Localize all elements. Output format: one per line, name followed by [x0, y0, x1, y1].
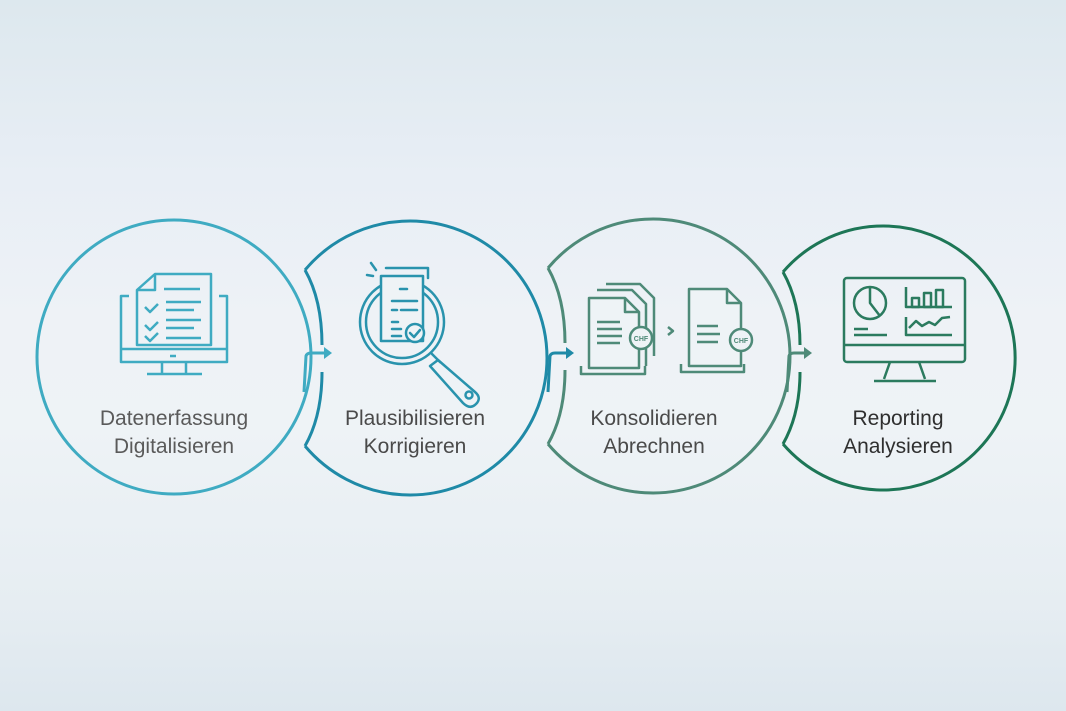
- step-1-title: Datenerfassung: [99, 407, 249, 430]
- step-1-label: Datenerfassung Digitalisieren: [64, 405, 284, 461]
- documents-chf-consolidate-icon: CHF CHF: [579, 282, 754, 376]
- monitor-dashboard-icon: [842, 276, 967, 383]
- step-4-title: Reporting: [852, 407, 944, 430]
- magnifier-document-check-icon: [358, 261, 480, 408]
- svg-text:CHF: CHF: [734, 338, 749, 345]
- step-1-circle: [35, 218, 313, 496]
- step-3-title: Konsolidieren: [590, 407, 718, 430]
- step-3-subtitle: Abrechnen: [603, 435, 705, 458]
- step-2-circle: [302, 219, 549, 497]
- step-2-label: Plausibilisieren Korrigieren: [305, 405, 525, 461]
- step-4-circle: [781, 224, 1017, 492]
- step-3-label: Konsolidieren Abrechnen: [544, 405, 764, 461]
- step-1-subtitle: Digitalisieren: [113, 435, 235, 458]
- step-4-subtitle: Analysieren: [843, 435, 953, 458]
- step-4-label: Reporting Analysieren: [788, 405, 1008, 461]
- step-2-subtitle: Korrigieren: [363, 435, 467, 458]
- step-2-title: Plausibilisieren: [344, 407, 486, 430]
- monitor-checklist-icon: [119, 272, 229, 376]
- svg-text:CHF: CHF: [634, 336, 649, 343]
